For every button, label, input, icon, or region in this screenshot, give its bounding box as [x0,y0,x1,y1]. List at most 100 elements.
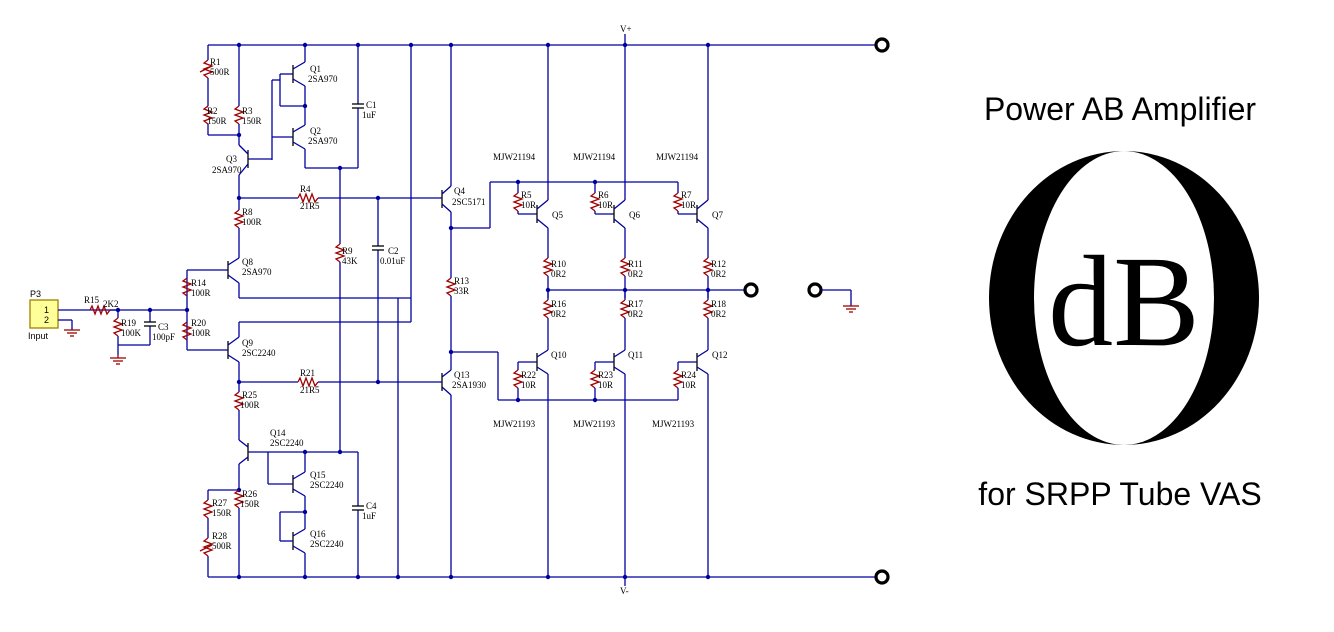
svg-text:150R: 150R [212,508,232,518]
svg-text:33R: 33R [454,286,469,296]
logo-text: dB [1048,230,1200,374]
ground-symbol-input [64,329,80,337]
svg-text:Q16: Q16 [310,529,326,539]
svg-text:150R: 150R [240,499,260,509]
svg-text:R9: R9 [342,246,353,256]
title-top: Power AB Amplifier [984,91,1256,127]
svg-text:R13: R13 [454,276,470,286]
resistor-r22: R22 10R [512,362,536,400]
svg-text:2SC5171: 2SC5171 [452,197,486,207]
svg-text:Q5: Q5 [552,210,563,220]
svg-text:R22: R22 [521,370,536,380]
output-terminal [743,282,759,298]
resistor-r14: R14 100R [181,277,211,298]
transistor-q8: Q8 2SA970 [225,257,411,299]
transistor-q1: Q1 2SA970 [279,45,338,107]
transistor-q5: Q5 [536,199,563,258]
mjw-top-label-1: MJW21194 [493,152,536,162]
mjw-bot-label-3: MJW21193 [652,419,695,429]
svg-text:R4: R4 [300,184,311,194]
ground-symbol-r19 [110,355,126,365]
svg-text:0R2: 0R2 [551,309,566,319]
svg-text:R3: R3 [242,106,253,116]
svg-text:P3: P3 [30,289,41,299]
resistor-r9: R9 43K [334,168,358,452]
capacitor-c3: C3 100pF [118,310,175,346]
svg-text:10R: 10R [598,200,613,210]
svg-text:R16: R16 [551,299,567,309]
ground-terminal [807,282,823,298]
svg-text:R14: R14 [191,278,207,288]
mjw-bot-label-1: MJW21193 [493,419,536,429]
resistor-r19: R19 100K [112,310,142,355]
transistor-q4: Q4 2SC5171 [440,45,486,278]
capacitor-c2: C2 0.01uF [372,198,405,382]
svg-text:Q14: Q14 [270,428,286,438]
svg-text:R24: R24 [681,370,697,380]
resistor-r3: R3 150R [233,105,262,140]
svg-text:1uF: 1uF [362,511,376,521]
svg-text:2SA1930: 2SA1930 [452,380,487,390]
capacitor-c1: C1 1uF [352,45,377,168]
svg-text:2: 2 [44,315,49,325]
svg-text:Input: Input [28,331,49,341]
transistor-q3: Q3 2SA970 [212,140,272,198]
svg-text:21R5: 21R5 [300,201,320,211]
svg-text:R21: R21 [300,368,315,378]
svg-text:Q12: Q12 [712,350,728,360]
svg-text:2SA970: 2SA970 [242,267,272,277]
svg-text:2SC2240: 2SC2240 [242,348,276,358]
title-bottom: for SRPP Tube VAS [978,476,1261,512]
svg-text:150R: 150R [207,116,227,126]
svg-text:Q4: Q4 [454,186,465,196]
transistor-q9: Q9 2SC2240 [225,322,276,382]
transistor-q2: Q2 2SA970 [271,79,338,168]
svg-text:R18: R18 [711,299,727,309]
svg-text:21R5: 21R5 [300,385,320,395]
svg-text:100R: 100R [191,288,211,298]
svg-text:0R2: 0R2 [711,269,726,279]
svg-text:R6: R6 [598,190,609,200]
svg-text:Q6: Q6 [629,210,640,220]
svg-text:Q10: Q10 [551,350,567,360]
svg-text:0R2: 0R2 [628,309,643,319]
resistor-r16: R16 0R2 [542,290,567,350]
resistor-r17: R17 0R2 [619,290,644,350]
svg-text:100K: 100K [121,328,142,338]
svg-text:R10: R10 [551,259,567,269]
svg-text:2SC2240: 2SC2240 [270,438,304,448]
resistor-r15: R15 2K2 [84,295,119,316]
transistor-q10: Q10 [518,349,567,375]
svg-text:R28: R28 [212,531,228,541]
svg-text:R8: R8 [242,207,253,217]
resistor-r8: R8 100R [233,198,262,258]
svg-text:Q7: Q7 [712,210,723,220]
resistor-r26: R26 150R [233,489,260,577]
svg-text:10R: 10R [681,200,696,210]
svg-text:1: 1 [44,305,49,315]
negative-rail-terminal [874,569,890,585]
svg-text:Q13: Q13 [454,370,470,380]
svg-text:R27: R27 [212,498,228,508]
svg-text:2SA970: 2SA970 [308,74,338,84]
resistor-r18: R18 0R2 [702,290,727,350]
transistor-q7: Q7 [696,199,723,258]
svg-text:0.01uF: 0.01uF [380,256,405,266]
svg-text:10R: 10R [681,380,696,390]
svg-text:100R: 100R [242,217,262,227]
svg-text:2SA970: 2SA970 [308,136,338,146]
svg-text:R15: R15 [84,295,100,305]
svg-text:Q9: Q9 [242,338,253,348]
resistor-r28-trimmer: R28 500R [199,531,232,577]
svg-text:500R: 500R [212,541,232,551]
svg-text:10R: 10R [521,200,536,210]
transistor-q11: Q11 [595,349,643,375]
transistor-q13: Q13 2SA1930 [440,369,487,577]
resistor-r20: R20 100R [181,318,211,341]
svg-text:1uF: 1uF [362,110,376,120]
mjw-top-label-2: MJW21194 [573,152,616,162]
svg-text:Q2: Q2 [310,126,321,136]
svg-text:R26: R26 [242,489,258,499]
